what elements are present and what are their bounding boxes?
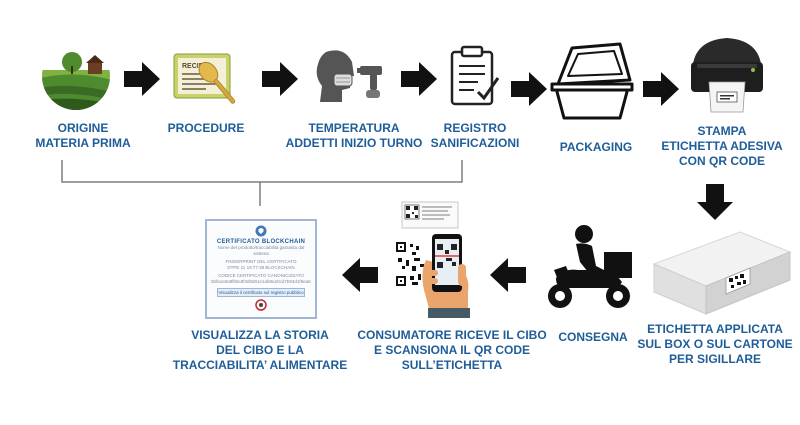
blockchain-certificate: CERTIFICATO BLOCKCHAIN Nome del prodotto…: [205, 219, 317, 319]
certificate-view-button[interactable]: Visualizza il certificato sul registro p…: [217, 288, 305, 297]
certificate-line: DTPE 11 19:77:39 BLOCKCHAIN: [227, 265, 295, 270]
arrow-right-icon: [262, 62, 298, 96]
sealed-box-icon: [652, 231, 792, 315]
recipe-card-icon: RECIPE: [173, 53, 236, 104]
label-printer-icon: [691, 38, 763, 113]
grouping-bracket: [61, 160, 463, 206]
food-container-icon: [550, 42, 634, 120]
certificate-line: Nome del prodotto/tracciabilità garantit…: [217, 245, 305, 256]
arrow-right-icon: [401, 62, 437, 96]
step-label-visualizza: VISUALIZZA LA STORIA DEL CIBO E LA TRACC…: [172, 328, 348, 372]
step-label-origine: ORIGINE MATERIA PRIMA: [35, 121, 131, 150]
step-label-procedure: PROCEDURE: [167, 121, 245, 135]
step-label-temperatura: TEMPERATURA ADDETTI INIZIO TURNO: [285, 121, 423, 150]
arrow-down-icon: [697, 184, 733, 220]
certificate-title: CERTIFICATO BLOCKCHAIN: [216, 239, 306, 245]
shield-icon: [255, 225, 267, 237]
farm-field-icon: [42, 42, 110, 110]
step-label-stampa: STAMPA ETICHETTA ADESIVA CON QR CODE: [661, 124, 783, 168]
temperature-check-icon: [316, 50, 382, 102]
recipe-card-title: RECIPE: [182, 63, 208, 70]
step-label-packaging: PACKAGING: [559, 140, 633, 154]
arrow-right-icon: [511, 72, 547, 106]
arrow-right-icon: [643, 72, 679, 106]
step-label-registro: REGISTRO SANIFICAZIONI: [430, 121, 520, 150]
certificate-line: CODICE CERTIFICATO CANONICIZZATO: [218, 273, 304, 278]
logo-icon: [255, 299, 267, 311]
certificate-line: FINGERPRINT DEL CERTIFICATO: [225, 259, 297, 264]
certificate-line: 0bfa1e0a9fb5c8f3d0d01e1ab8a20cd7b94d1f9e…: [211, 279, 311, 284]
phone-scan-qr-icon: [394, 201, 470, 318]
arrow-left-icon: [490, 258, 526, 292]
step-label-consumatore: CONSUMATORE RICEVE IL CIBO E SCANSIONA I…: [357, 328, 547, 372]
clipboard-icon: [450, 45, 500, 106]
arrow-right-icon: [124, 62, 160, 96]
step-label-consegna: CONSEGNA: [558, 330, 628, 344]
arrow-left-icon: [342, 258, 378, 292]
delivery-scooter-icon: [548, 225, 632, 308]
step-label-etichetta: ETICHETTA APPLICATA SUL BOX O SUL CARTON…: [637, 322, 793, 366]
